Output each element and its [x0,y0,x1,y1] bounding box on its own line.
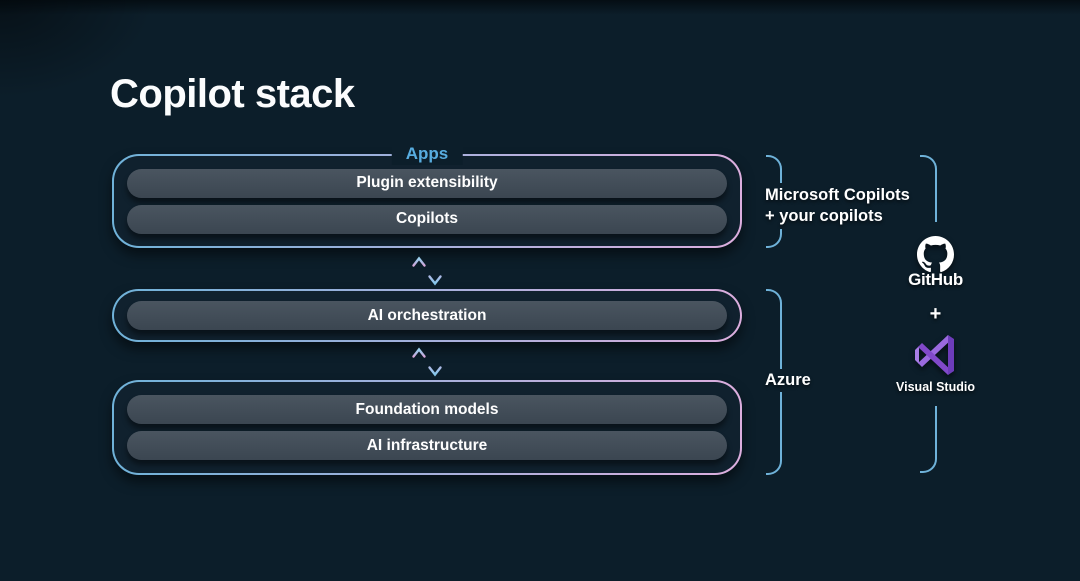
bracket-tooling-bottom [920,406,937,473]
github-label: GitHub [908,270,963,289]
ai-orchestration-group: AI orchestration [112,289,742,342]
pill-plugin-extensibility: Plugin extensibility [127,168,727,198]
down-arrow-icon [428,347,442,377]
bracket-tooling-top [920,155,937,222]
visual-studio-icon [915,335,954,375]
apps-group: Apps Plugin extensibility Copilots [112,143,742,248]
azure-annotation: Azure [762,369,821,392]
down-arrow-icon [428,256,442,286]
up-arrow-icon [412,256,426,286]
plus-sign: + [929,303,942,325]
page-title: Copilot stack [110,72,355,116]
visual-studio-label: Visual Studio [896,380,975,394]
foundation-group-body: Foundation models AI infrastructure [114,382,740,473]
foundation-group: Foundation models AI infrastructure [112,380,742,475]
pill-ai-orchestration: AI orchestration [127,301,727,330]
pill-ai-infrastructure: AI infrastructure [127,431,727,460]
up-down-arrows [412,347,442,377]
up-down-arrows [412,256,442,286]
pill-copilots: Copilots [127,204,727,234]
microsoft-copilots-annotation: Microsoft Copilots + your copilots [762,183,920,229]
github-octocat-icon [917,236,954,273]
apps-group-label: Apps [391,143,463,165]
apps-group-body: Plugin extensibility Copilots [114,156,740,246]
microsoft-copilots-line1: Microsoft Copilots [765,186,910,204]
pill-foundation-models: Foundation models [127,395,727,424]
microsoft-copilots-line2: + your copilots [765,207,883,225]
up-arrow-icon [412,347,426,377]
ai-orchestration-group-body: AI orchestration [114,291,740,340]
